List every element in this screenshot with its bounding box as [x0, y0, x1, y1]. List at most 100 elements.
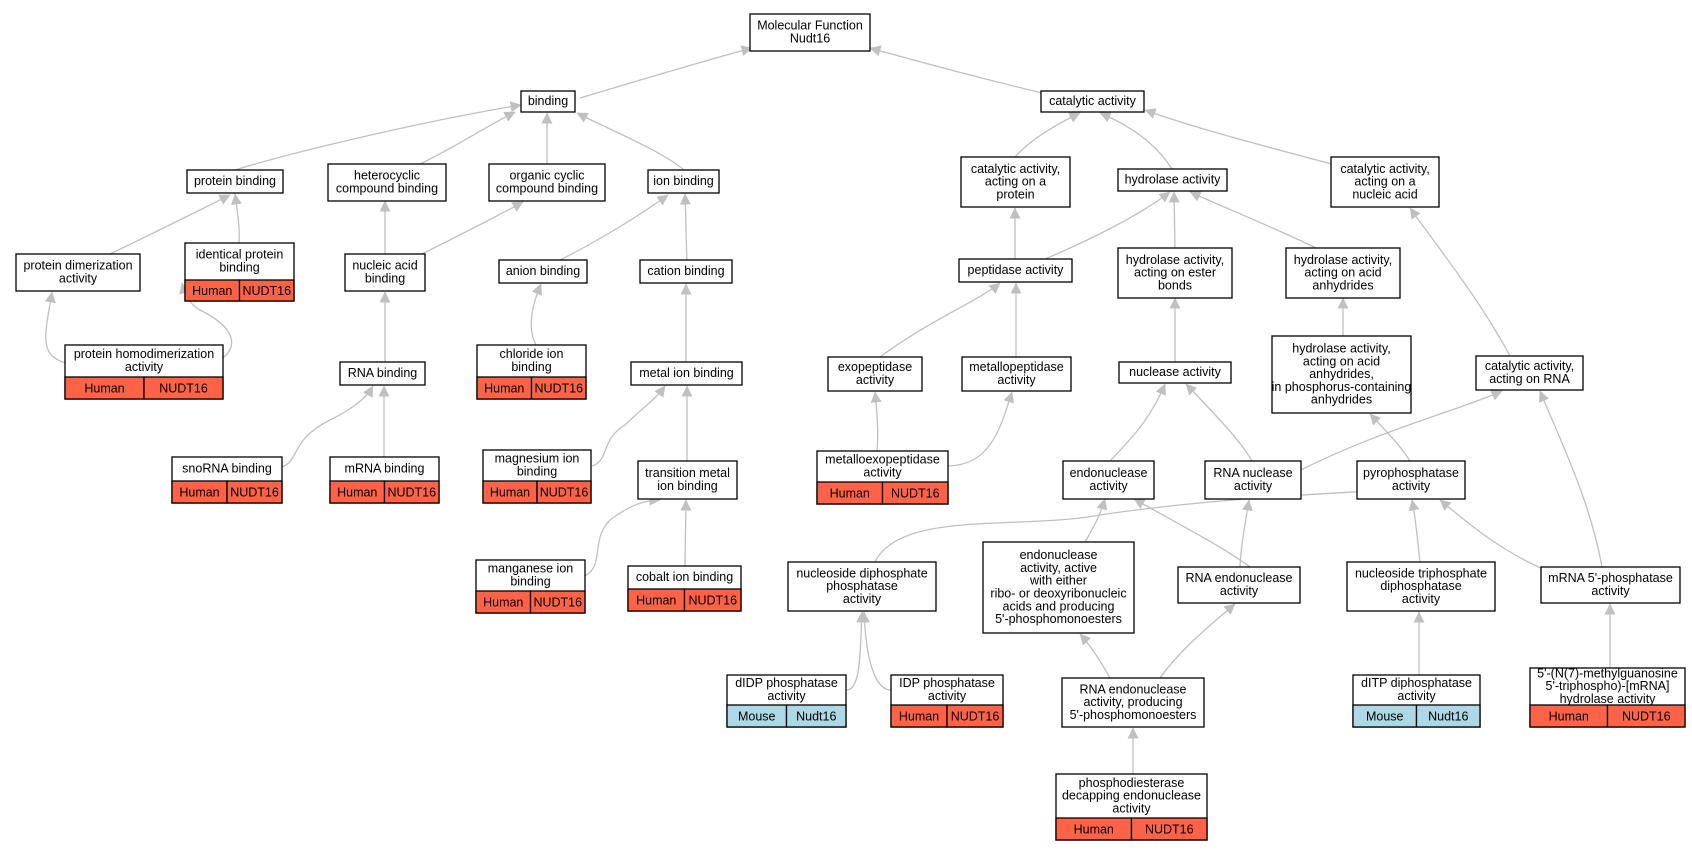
go-term-node-hydrolase[interactable]: hydrolase activity — [1117, 168, 1228, 192]
node-label-line: metallopeptidase — [969, 360, 1064, 374]
go-term-node-catalytic[interactable]: catalytic activity — [1040, 90, 1145, 113]
edge-hyd_acid_anh-to-hydrolase — [1189, 191, 1321, 251]
go-term-node-protein-binding[interactable]: protein binding — [186, 169, 284, 194]
node-label-line: activity — [1402, 592, 1441, 606]
node-label-line: metal ion binding — [639, 366, 734, 380]
go-term-node-metal-ion[interactable]: metal ion binding — [630, 361, 743, 386]
node-box — [344, 253, 426, 292]
node-label-line: hydrolase activity — [1560, 692, 1657, 706]
go-term-node-n7-methyl[interactable]: 5'-(N(7)-methylguanosine5'-triphospho)-[… — [1529, 666, 1686, 728]
node-box — [186, 169, 284, 194]
go-term-node-binding[interactable]: binding — [520, 90, 576, 113]
node-label-line: activity — [928, 689, 967, 703]
edge-rna_endo-to-rna_nuclease — [1239, 499, 1253, 568]
go-term-node-nuclease[interactable]: nuclease activity — [1118, 361, 1232, 384]
go-term-node-cation[interactable]: cation binding — [639, 259, 733, 284]
go-term-node-peptidase[interactable]: peptidase activity — [958, 258, 1073, 283]
node-box — [1118, 361, 1232, 384]
node-label-line: anhydrides — [1311, 393, 1372, 407]
go-term-node-hyd-acid-anh[interactable]: hydrolase activity,acting on acidanhydri… — [1285, 247, 1401, 299]
node-box — [1062, 460, 1155, 500]
gene-cell — [1415, 704, 1481, 728]
node-label-line: binding — [511, 360, 551, 374]
node-box — [1330, 156, 1440, 208]
node-box — [339, 361, 426, 386]
node-label-line: activity — [1220, 584, 1259, 598]
edge-line — [1133, 498, 1251, 568]
node-box — [488, 163, 606, 202]
node-box — [498, 259, 588, 284]
node-label-line: activity — [1591, 584, 1630, 598]
node-label-line: binding — [517, 465, 557, 479]
gene-label: NUDT16 — [159, 382, 208, 396]
go-term-node-nuc-triphos[interactable]: nucleoside triphosphatediphosphataseacti… — [1346, 561, 1496, 612]
edge-line — [870, 391, 882, 452]
gene-label: NUDT16 — [533, 596, 582, 610]
go-term-node-rna-binding[interactable]: RNA binding — [339, 361, 426, 386]
node-label-line: diphosphatase — [1380, 579, 1461, 593]
node-label-line: Molecular Function — [757, 19, 863, 33]
node-label-line: acting on acid — [1303, 354, 1380, 368]
node-label-line: activity — [997, 373, 1036, 387]
go-term-node-cat-rna[interactable]: catalytic activity,acting on RNA — [1475, 355, 1584, 391]
node-label-line: activity — [1397, 689, 1436, 703]
node-label-line: phosphodiesterase — [1079, 776, 1185, 790]
edge-cation-to-ion_binding — [679, 193, 691, 261]
edge-line — [1408, 499, 1421, 563]
node-box — [1177, 566, 1301, 604]
gene-cell — [536, 480, 592, 504]
edge-line — [231, 193, 242, 244]
edge-heterocyclic-to-binding — [419, 111, 516, 165]
node-label-line: anhydrides, — [1309, 367, 1374, 381]
species-label: Human — [899, 710, 939, 724]
go-term-node-anion[interactable]: anion binding — [498, 259, 588, 284]
go-term-node-hyd-phos[interactable]: hydrolase activity,acting on acidanhydri… — [1271, 335, 1412, 414]
node-label-line: mRNA binding — [345, 462, 425, 476]
edge-line — [591, 385, 666, 467]
node-label-line: mRNA 5'-phosphatase — [1548, 571, 1673, 585]
edge-line — [1079, 633, 1111, 679]
node-label-line: hydrolase activity, — [1294, 253, 1392, 267]
edge-cobalt-to-transition_metal — [680, 499, 692, 567]
gene-label: NUDT16 — [951, 710, 1000, 724]
node-label-line: activity — [1392, 479, 1431, 493]
node-label-line: identical protein — [196, 248, 284, 262]
species-label: Human — [830, 487, 870, 501]
go-term-node-nuc-diphos[interactable]: nucleoside diphosphatephosphataseactivit… — [787, 561, 937, 612]
node-label-line: IDP phosphatase — [899, 676, 995, 690]
go-term-node-ion-binding[interactable]: ion binding — [647, 169, 720, 194]
node-label-line: activity — [863, 466, 902, 480]
